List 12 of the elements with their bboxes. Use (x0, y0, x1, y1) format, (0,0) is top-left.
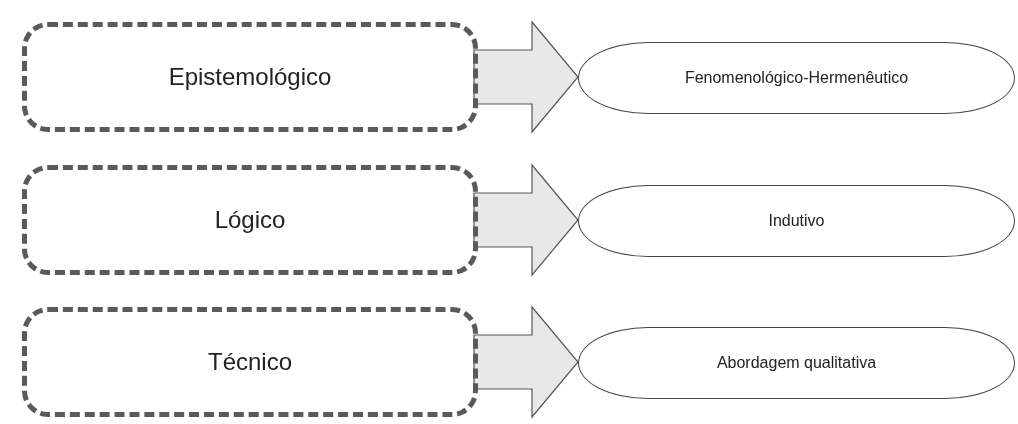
dashed-box (22, 22, 478, 132)
block-arrow (473, 163, 579, 277)
node-label: Epistemológico (168, 62, 332, 92)
node-label: Fenomenológico-Hermenêutico (684, 68, 909, 88)
node-label: Lógico (214, 205, 286, 235)
node-label: Indutivo (768, 211, 825, 231)
dashed-box (22, 165, 478, 275)
dashed-box (22, 307, 478, 417)
node-label: Técnico (207, 347, 292, 377)
block-arrow (473, 305, 579, 419)
block-arrow (473, 20, 579, 134)
node-label: Abordagem qualitativa (716, 353, 877, 373)
